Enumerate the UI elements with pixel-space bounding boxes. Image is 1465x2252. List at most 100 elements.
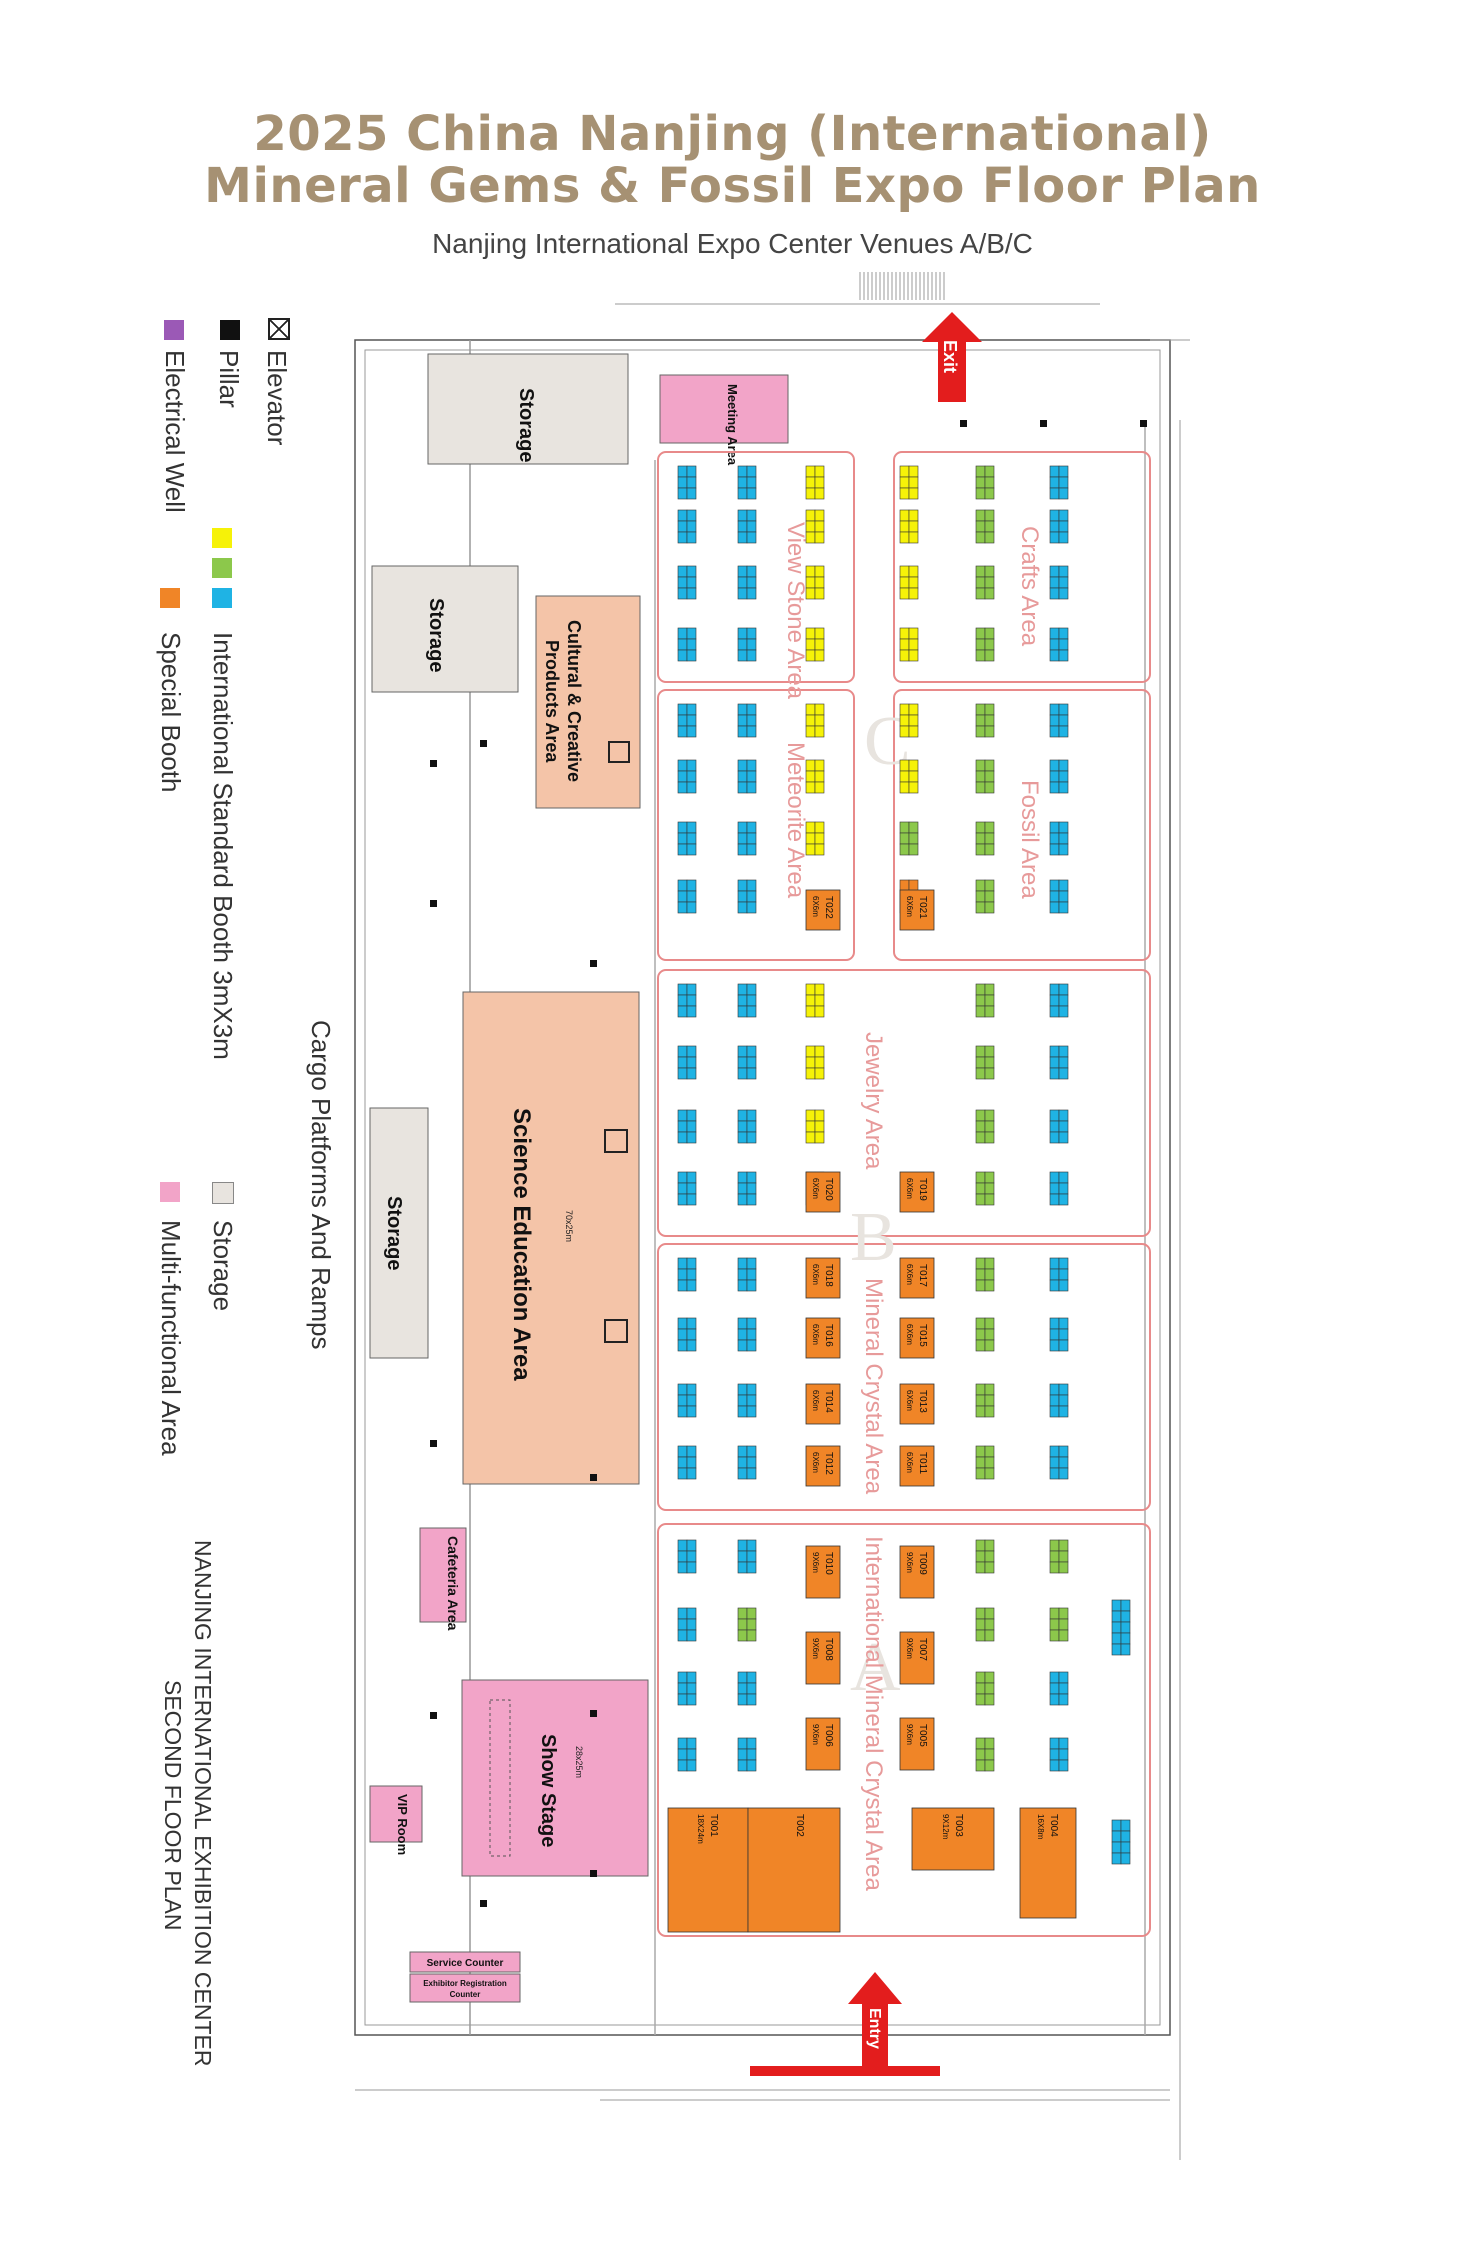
booth[interactable] [899, 565, 910, 578]
booth[interactable] [737, 1171, 748, 1184]
booth[interactable] [686, 1607, 697, 1620]
booth[interactable] [984, 1607, 995, 1620]
booth[interactable] [686, 1561, 697, 1574]
booth[interactable] [899, 703, 910, 716]
booth[interactable] [746, 714, 757, 727]
booth[interactable] [686, 1056, 697, 1069]
booth[interactable] [1049, 1193, 1060, 1206]
booth[interactable] [677, 901, 688, 914]
booth[interactable] [746, 1120, 757, 1133]
booth[interactable] [984, 1182, 995, 1195]
booth[interactable] [899, 465, 910, 478]
booth[interactable] [686, 759, 697, 772]
booth[interactable] [975, 1268, 986, 1281]
booth[interactable] [975, 994, 986, 1007]
booth[interactable] [1049, 1120, 1060, 1133]
booth[interactable] [908, 587, 919, 600]
booth[interactable] [686, 1045, 697, 1058]
booth[interactable] [984, 1067, 995, 1080]
booth[interactable] [984, 703, 995, 716]
booth[interactable] [686, 1109, 697, 1122]
booth[interactable] [1058, 832, 1069, 845]
booth[interactable] [984, 487, 995, 500]
booth[interactable] [737, 531, 748, 544]
booth[interactable] [984, 1629, 995, 1642]
booth[interactable] [737, 1693, 748, 1706]
booth[interactable] [984, 843, 995, 856]
booth[interactable] [1049, 821, 1060, 834]
booth[interactable] [746, 890, 757, 903]
booth[interactable] [1120, 1632, 1131, 1645]
booth[interactable] [1111, 1830, 1122, 1843]
booth[interactable] [1049, 1682, 1060, 1695]
booth[interactable] [1058, 890, 1069, 903]
booth[interactable] [737, 1268, 748, 1281]
booth[interactable] [737, 879, 748, 892]
booth[interactable] [975, 781, 986, 794]
booth[interactable] [1049, 1405, 1060, 1418]
booth[interactable] [805, 703, 816, 716]
booth[interactable] [737, 890, 748, 903]
booth[interactable] [814, 1120, 825, 1133]
booth[interactable] [814, 649, 825, 662]
booth[interactable] [737, 1328, 748, 1341]
booth[interactable] [686, 1629, 697, 1642]
booth[interactable] [737, 1456, 748, 1469]
booth[interactable] [814, 1131, 825, 1144]
booth[interactable] [1049, 520, 1060, 533]
booth[interactable] [805, 725, 816, 738]
booth[interactable] [984, 1456, 995, 1469]
booth[interactable] [899, 781, 910, 794]
booth[interactable] [746, 1467, 757, 1480]
booth[interactable] [1058, 627, 1069, 640]
booth[interactable] [737, 1056, 748, 1069]
booth[interactable] [1058, 1394, 1069, 1407]
booth[interactable] [984, 1131, 995, 1144]
booth[interactable] [975, 1120, 986, 1133]
booth[interactable] [984, 994, 995, 1007]
booth[interactable] [1049, 1257, 1060, 1270]
booth[interactable] [975, 879, 986, 892]
booth[interactable] [737, 1682, 748, 1695]
booth[interactable] [984, 465, 995, 478]
booth[interactable] [677, 832, 688, 845]
booth[interactable] [975, 1737, 986, 1750]
booth[interactable] [737, 1045, 748, 1058]
booth[interactable] [1058, 983, 1069, 996]
booth[interactable] [908, 487, 919, 500]
booth[interactable] [975, 1629, 986, 1642]
booth[interactable] [1058, 1120, 1069, 1133]
booth[interactable] [737, 1005, 748, 1018]
booth[interactable] [975, 1405, 986, 1418]
booth[interactable] [677, 1317, 688, 1330]
booth[interactable] [984, 509, 995, 522]
booth[interactable] [899, 879, 910, 892]
booth[interactable] [975, 627, 986, 640]
booth[interactable] [737, 714, 748, 727]
booth[interactable] [899, 638, 910, 651]
booth[interactable] [1049, 1109, 1060, 1122]
booth[interactable] [984, 901, 995, 914]
booth[interactable] [686, 1671, 697, 1684]
booth[interactable] [677, 879, 688, 892]
booth[interactable] [686, 1405, 697, 1418]
booth[interactable] [686, 901, 697, 914]
booth[interactable] [746, 1257, 757, 1270]
booth[interactable] [737, 843, 748, 856]
booth[interactable] [737, 1467, 748, 1480]
booth[interactable] [908, 770, 919, 783]
booth[interactable] [814, 476, 825, 489]
booth[interactable] [686, 576, 697, 589]
booth[interactable] [677, 465, 688, 478]
booth[interactable] [1049, 1067, 1060, 1080]
booth[interactable] [975, 1671, 986, 1684]
booth[interactable] [975, 1109, 986, 1122]
booth[interactable] [746, 476, 757, 489]
booth[interactable] [975, 487, 986, 500]
booth[interactable] [1058, 1748, 1069, 1761]
booth[interactable] [814, 821, 825, 834]
